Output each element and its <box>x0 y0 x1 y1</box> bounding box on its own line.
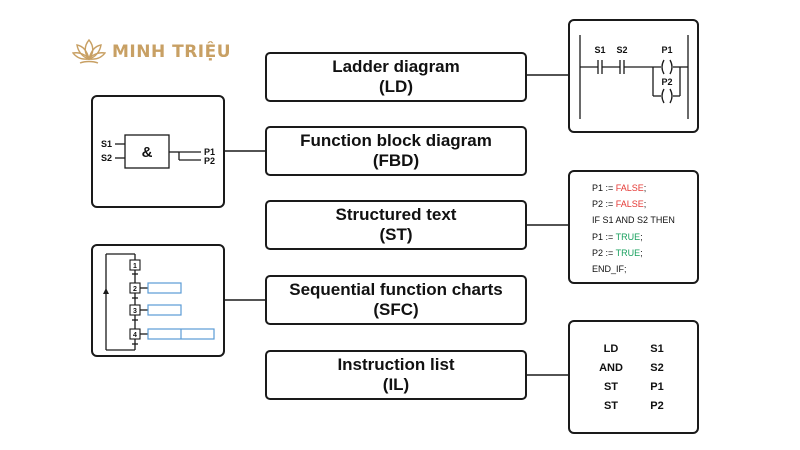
sfc-action-box <box>147 282 182 294</box>
language-name: Instruction list <box>337 355 455 374</box>
fbd-output-p1-label: P1 <box>204 147 215 157</box>
lotus-icon <box>72 38 106 64</box>
st-code-text: P1 := <box>592 183 616 193</box>
st-keyword-false: FALSE <box>615 183 644 193</box>
brand-logo: MINH TRIỆU <box>72 36 231 68</box>
language-name: Sequential function charts <box>289 280 503 299</box>
ladder-diagram-panel: S1 S2 P1 P2 <box>568 19 699 133</box>
language-box-sfc: Sequential function charts (SFC) <box>265 275 527 325</box>
ladder-diagram-graphic: S1 S2 P1 P2 <box>579 35 689 119</box>
st-code-text: P2 := <box>592 199 616 210</box>
sfc-action-box <box>147 304 182 316</box>
language-box-il: Instruction list (IL) <box>265 350 527 400</box>
sfc-step-2: 2 <box>133 286 137 293</box>
sfc-step-4: 4 <box>133 332 137 339</box>
il-op: ST <box>603 400 619 412</box>
ladder-contact-s1-label: S1 <box>594 45 605 55</box>
st-code-line: P1 := FALSE; <box>592 183 646 193</box>
il-op: ST <box>603 381 619 393</box>
language-name: Function block diagram <box>300 131 492 150</box>
instruction-list-panel: LD S1 AND S2 ST P1 ST P2 <box>568 320 699 434</box>
st-code-line: P1 := TRUE; <box>592 232 643 242</box>
language-box-ld: Ladder diagram (LD) <box>265 52 527 102</box>
fbd-input-s1-label: S1 <box>101 139 112 149</box>
language-box-st: Structured text (ST) <box>265 200 527 250</box>
sfc-loop-arrow-icon <box>103 288 109 294</box>
st-code-line: P2 := TRUE; <box>592 248 643 258</box>
st-code-line: IF S1 AND S2 THEN <box>592 215 675 225</box>
st-code-text: P1 := <box>592 231 616 242</box>
language-box-fbd: Function block diagram (FBD) <box>265 126 527 176</box>
brand-name: MINH TRIỆU <box>112 42 232 62</box>
st-code-line: END_IF; <box>592 264 627 274</box>
il-arg: P2 <box>650 400 664 412</box>
st-code-text: P2 := <box>592 247 616 258</box>
fbd-output-p2-label: P2 <box>204 156 215 166</box>
st-code-text: ; <box>640 247 643 258</box>
function-block-panel: S1 S2 & P1 P2 <box>91 95 225 208</box>
ladder-contact-s2-label: S2 <box>616 45 627 55</box>
il-op: LD <box>603 343 619 355</box>
language-abbr: (IL) <box>382 375 410 394</box>
st-keyword-true: TRUE <box>615 231 641 242</box>
language-abbr: (ST) <box>379 225 413 244</box>
sfc-step-1: 1 <box>133 263 137 270</box>
language-name: Structured text <box>335 205 457 224</box>
st-code-text: ; <box>643 183 647 193</box>
st-keyword-true: TRUE <box>615 247 641 258</box>
and-gate-symbol: & <box>142 144 153 161</box>
fbd-input-s2-label: S2 <box>101 153 112 163</box>
il-op: AND <box>599 362 623 374</box>
function-block-graphic: S1 S2 & P1 P2 <box>101 134 215 169</box>
language-abbr: (LD) <box>379 77 413 96</box>
language-abbr: (FBD) <box>372 151 420 170</box>
language-name: Ladder diagram <box>332 57 460 76</box>
st-code-text: IF S1 AND S2 THEN <box>592 215 675 226</box>
st-keyword-false: FALSE <box>615 199 644 210</box>
sfc-graphic: 1 2 3 4 <box>103 253 215 351</box>
il-arg: S1 <box>650 343 664 355</box>
structured-text-panel: P1 := FALSE;P2 := FALSE;IF S1 AND S2 THE… <box>568 170 699 284</box>
ladder-coil-p2-label: P2 <box>661 77 672 87</box>
st-code-line: P2 := FALSE; <box>592 199 646 209</box>
ladder-coil-p1-label: P1 <box>661 45 672 55</box>
st-code-text: END_IF; <box>592 264 627 274</box>
st-code-text: ; <box>640 231 643 242</box>
st-code-text: ; <box>643 199 647 210</box>
language-abbr: (SFC) <box>373 300 419 319</box>
il-arg: S2 <box>650 362 664 374</box>
sfc-step-3: 3 <box>133 308 137 315</box>
il-arg: P1 <box>650 381 664 393</box>
sfc-panel: 1 2 3 4 <box>91 244 225 357</box>
